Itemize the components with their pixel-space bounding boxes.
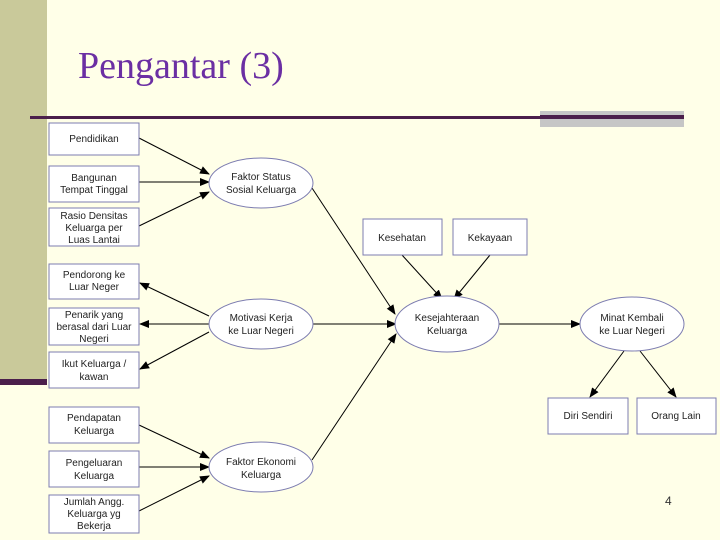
box-penarik: Penarik yang berasal dari Luar Negeri bbox=[48, 307, 140, 346]
ellipse-motivasi: Motivasi Kerja ke Luar Negeri bbox=[208, 298, 314, 350]
ellipse-motivasi-label-2: ke Luar Negeri bbox=[228, 326, 294, 337]
left-accent-stripe bbox=[0, 379, 47, 385]
box-rasio-label-2: Keluarga per bbox=[65, 223, 123, 234]
box-rasio: Rasio Densitas Keluarga per Luas Lantai bbox=[48, 207, 140, 247]
ellipse-kesejahteraan-label-1: Kesejahteraan bbox=[415, 313, 480, 324]
ellipse-faktor-status-label-1: Faktor Status bbox=[231, 172, 290, 183]
box-pengeluaran-label-2: Keluarga bbox=[74, 471, 114, 482]
left-accent-bar bbox=[0, 0, 47, 385]
box-penarik-label-2: berasal dari Luar bbox=[56, 322, 132, 333]
box-orang-lain: Orang Lain bbox=[636, 397, 717, 435]
box-pendapatan-label-2: Keluarga bbox=[74, 426, 114, 437]
box-rasio-label-3: Luas Lantai bbox=[68, 235, 120, 246]
title-divider bbox=[30, 116, 540, 119]
box-pendorong: Pendorong ke Luar Neger bbox=[48, 263, 140, 300]
box-kekayaan: Kekayaan bbox=[452, 218, 528, 256]
ellipse-faktor-status-label-2: Sosial Keluarga bbox=[226, 185, 296, 196]
box-diri-label-1: Diri Sendiri bbox=[564, 411, 613, 422]
box-ikut-label-1: Ikut Keluarga / bbox=[62, 359, 127, 370]
box-kekayaan-label-1: Kekayaan bbox=[468, 233, 512, 244]
title-divider-accent bbox=[540, 111, 684, 127]
ellipse-kesejahteraan: Kesejahteraan Keluarga bbox=[394, 295, 500, 353]
box-kesehatan-label-1: Kesehatan bbox=[378, 233, 426, 244]
box-orang-label-1: Orang Lain bbox=[651, 411, 700, 422]
ellipse-minat: Minat Kembali ke Luar Negeri bbox=[579, 296, 685, 352]
box-ikut: Ikut Keluarga / kawan bbox=[48, 351, 140, 389]
box-jumlah-label-1: Jumlah Angg. bbox=[64, 497, 125, 508]
box-jumlah-label-3: Bekerja bbox=[77, 521, 111, 532]
box-rasio-label-1: Rasio Densitas bbox=[60, 211, 127, 222]
box-pendorong-label-2: Luar Neger bbox=[69, 282, 120, 293]
box-pendidikan: Pendidikan bbox=[48, 122, 140, 156]
arrows bbox=[138, 137, 677, 512]
box-jumlah-label-2: Keluarga yg bbox=[67, 509, 120, 520]
box-pengeluaran-label-1: Pengeluaran bbox=[66, 458, 123, 469]
box-diri-sendiri: Diri Sendiri bbox=[547, 397, 629, 435]
ellipse-kesejahteraan-label-2: Keluarga bbox=[427, 326, 467, 337]
ellipse-faktor-status: Faktor Status Sosial Keluarga bbox=[208, 157, 314, 209]
box-penarik-label-3: Negeri bbox=[79, 334, 108, 345]
page-number: 4 bbox=[665, 494, 672, 508]
box-kesehatan: Kesehatan bbox=[362, 218, 443, 256]
box-pendapatan-label-1: Pendapatan bbox=[67, 413, 121, 424]
ellipse-faktor-ekonomi: Faktor Ekonomi Keluarga bbox=[208, 441, 314, 493]
ellipse-minat-label-1: Minat Kembali bbox=[600, 313, 663, 324]
box-jumlah: Jumlah Angg. Keluarga yg Bekerja bbox=[48, 494, 140, 534]
box-pendapatan: Pendapatan Keluarga bbox=[48, 406, 140, 444]
box-pendorong-label-1: Pendorong ke bbox=[63, 270, 126, 281]
box-bangunan-label-2: Tempat Tinggal bbox=[60, 185, 128, 196]
box-bangunan: Bangunan Tempat Tinggal bbox=[48, 165, 140, 203]
ellipse-faktor-ekonomi-label-1: Faktor Ekonomi bbox=[226, 457, 296, 468]
box-pendidikan-label-1: Pendidikan bbox=[69, 134, 118, 145]
slide-title: Pengantar (3) bbox=[78, 45, 284, 87]
box-ikut-label-2: kawan bbox=[80, 372, 109, 383]
ellipse-faktor-ekonomi-label-2: Keluarga bbox=[241, 470, 281, 481]
box-penarik-label-1: Penarik yang bbox=[65, 310, 123, 321]
ellipse-minat-label-2: ke Luar Negeri bbox=[599, 326, 665, 337]
box-bangunan-label-1: Bangunan bbox=[71, 173, 117, 184]
ellipse-motivasi-label-1: Motivasi Kerja bbox=[230, 313, 293, 324]
box-pengeluaran: Pengeluaran Keluarga bbox=[48, 450, 140, 488]
